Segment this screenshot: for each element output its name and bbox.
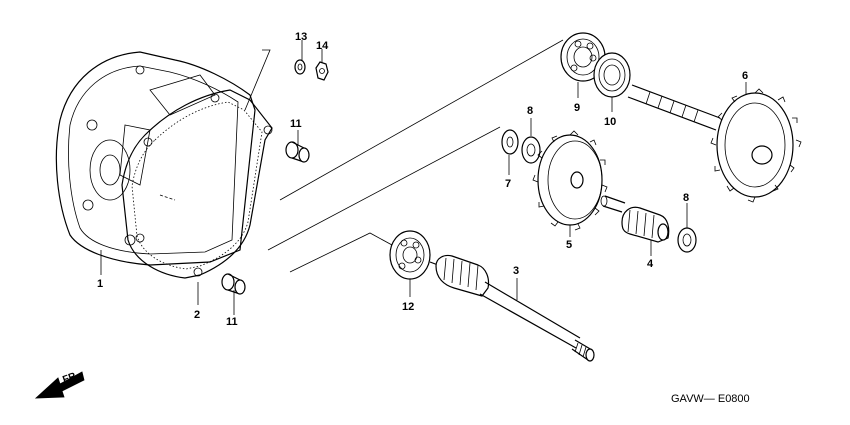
assembly-lines (159, 39, 564, 273)
callout-8-upper: 8 (527, 105, 533, 117)
washer-13 (294, 59, 306, 75)
callout-1: 1 (97, 278, 103, 290)
callout-6: 6 (742, 70, 748, 82)
transmission-case (55, 51, 256, 266)
callout-8-lower: 8 (683, 192, 689, 204)
front-arrow-icon (34, 371, 85, 399)
callout-2: 2 (194, 309, 200, 321)
dowel-pin-lower (221, 273, 246, 295)
callout-5: 5 (566, 239, 572, 251)
thrust-washer-lower (677, 227, 697, 253)
nut-14 (315, 61, 329, 81)
callout-3: 3 (513, 265, 519, 277)
front-label: FR. (61, 370, 80, 386)
callout-leaders (100, 40, 747, 315)
thrust-washer-upper (521, 136, 541, 164)
drive-shaft-3 (429, 254, 595, 362)
callout-11-lower: 11 (226, 316, 238, 328)
front-direction-indicator: FR. (34, 370, 85, 399)
gasket (121, 89, 273, 279)
callout-9: 9 (574, 102, 580, 114)
countershaft-gear-5 (532, 130, 608, 231)
washer-7 (501, 129, 519, 155)
diagram-code: GAVW— E0800 (671, 393, 750, 405)
bearing-12 (389, 230, 431, 280)
callout-labels: 1 2 3 4 5 6 7 8 8 9 10 11 11 12 13 14 (97, 31, 748, 328)
callout-7: 7 (505, 178, 511, 190)
callout-14: 14 (316, 40, 329, 52)
callout-10: 10 (604, 116, 616, 128)
final-shaft-6 (627, 84, 802, 203)
dowel-pin-upper (285, 141, 310, 163)
callout-11-upper: 11 (290, 118, 302, 130)
callout-4: 4 (647, 258, 654, 270)
oil-seal-10 (593, 52, 631, 98)
callout-13: 13 (295, 31, 307, 43)
countershaft-4 (600, 195, 670, 243)
callout-12: 12 (402, 301, 414, 313)
